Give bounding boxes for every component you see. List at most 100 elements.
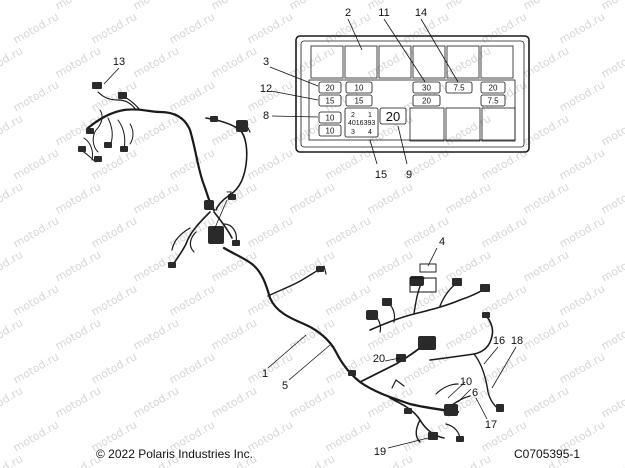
watermark-text: motod.ru [209,44,259,80]
fuse-label: 7.5 [487,97,499,106]
watermark-text: motod.ru [53,44,103,80]
watermark-text: motod.ru [11,78,61,114]
watermark-text: motod.ru [53,248,103,284]
diagram-code: C0705395-1 [514,447,581,461]
watermark-text: motod.ru [53,384,103,420]
relay-pin: 3 [351,129,355,136]
watermark-text: motod.ru [53,0,103,13]
callouts: 2 11 14 3 12 8 15 9 13 7 4 1 5 20 16 18 … [113,7,523,458]
watermark-text: motod.ru [599,316,625,352]
callout-16: 16 [493,335,505,347]
callout-5: 5 [282,380,288,392]
relay-pin: 1 [368,112,372,119]
watermark-text: motod.ru [11,10,61,46]
watermark-text: motod.ru [323,282,373,318]
callout-19: 19 [374,446,386,458]
callout-1: 1 [262,368,268,380]
watermark-text: motod.ru [401,418,451,454]
watermark-text: motod.ru [365,44,415,80]
watermark-text: motod.ru [245,214,295,250]
callout-9: 9 [406,169,412,181]
watermark-text: motod.ru [131,44,181,80]
callout-6: 6 [472,387,478,399]
watermark-text: motod.ru [599,180,625,216]
watermark-text: motod.ru [131,384,181,420]
relay-pin: 4 [368,129,372,136]
watermark-text: motod.ru [323,214,373,250]
watermark-text: motod.ru [89,146,139,182]
watermark-text: motod.ru [89,214,139,250]
callout-4: 4 [439,236,445,248]
watermark-text: motod.ru [0,0,25,13]
watermark-text: motod.ru [131,316,181,352]
fuse-label: 30 [422,84,431,93]
watermark-text: motod.ru [557,78,607,114]
callout-14: 14 [415,7,427,19]
watermark-text: motod.ru [443,0,493,13]
watermark-text: motod.ru [479,214,529,250]
watermark-text: motod.ru [0,44,25,80]
watermark-text: motod.ru [89,10,139,46]
watermark-text: motod.ru [131,180,181,216]
watermark-text: motod.ru [287,44,337,80]
watermark-text: motod.ru [131,112,181,148]
fuse-label: 15 [326,97,335,106]
wire-harness [79,91,501,443]
watermark-text: motod.ru [521,316,571,352]
watermark-text: motod.ru [167,282,217,318]
watermark-text: motod.ru [443,44,493,80]
watermark-text: motod.ru [557,10,607,46]
watermark-text: motod.ru [0,180,25,216]
watermark-text: motod.ru [167,350,217,386]
watermark-text: motod.ru [53,316,103,352]
watermark-text: motod.ru [11,350,61,386]
watermark-text: motod.ru [401,282,451,318]
callout-20: 20 [373,353,385,365]
relay-part-number: 4016393 [348,120,375,127]
callout-12: 12 [260,83,272,95]
watermark-text: motod.ru [443,180,493,216]
watermark-text: motod.ru [287,180,337,216]
watermark-text: motod.ru [89,282,139,318]
callout-11: 11 [378,7,389,19]
watermark-text: motod.ru [521,180,571,216]
watermark-text: motod.ru [245,146,295,182]
module-4 [409,263,437,293]
watermark-text: motod.ru [443,248,493,284]
watermark-text: motod.ru [0,316,25,352]
watermark-text: motod.ru [557,350,607,386]
watermark-text: motod.ru [443,112,493,148]
watermark-text: motod.ru [599,384,625,420]
fuse-label: 20 [326,84,335,93]
callout-15: 15 [375,169,387,181]
watermark-text: motod.ru [599,452,625,468]
watermark-text: motod.ru [599,248,625,284]
watermark-text: motod.ru [167,78,217,114]
callout-18: 18 [511,335,523,347]
watermark-text: motod.ru [53,180,103,216]
watermark-text: motod.ru [365,0,415,13]
watermark-text: motod.ru [287,316,337,352]
watermark-text: motod.ru [287,452,337,468]
watermark-text: motod.ru [599,112,625,148]
watermark-text: motod.ru [365,180,415,216]
fuse-label: 20 [422,97,431,106]
watermark-text: motod.ru [599,44,625,80]
watermark-text: motod.ru [521,248,571,284]
fuse-box: 20 10 30 7.5 20 15 15 20 7.5 10 10 2 1 4… [295,35,530,153]
watermark-text: motod.ru [557,146,607,182]
watermark-text: motod.ru [0,248,25,284]
watermark-text: motod.ru [599,0,625,13]
callout-10: 10 [460,376,472,388]
fuse-label: 15 [355,97,364,106]
watermark-text: motod.ru [11,282,61,318]
maxi-fuse-label: 20 [386,109,400,124]
watermark-text: motod.ru [209,0,259,13]
watermark-text: motod.ru [11,214,61,250]
leader-lines [103,18,517,449]
watermark-text: motod.ru [557,214,607,250]
watermark-text: motod.ru [521,0,571,13]
relay-pin: 2 [351,112,355,119]
